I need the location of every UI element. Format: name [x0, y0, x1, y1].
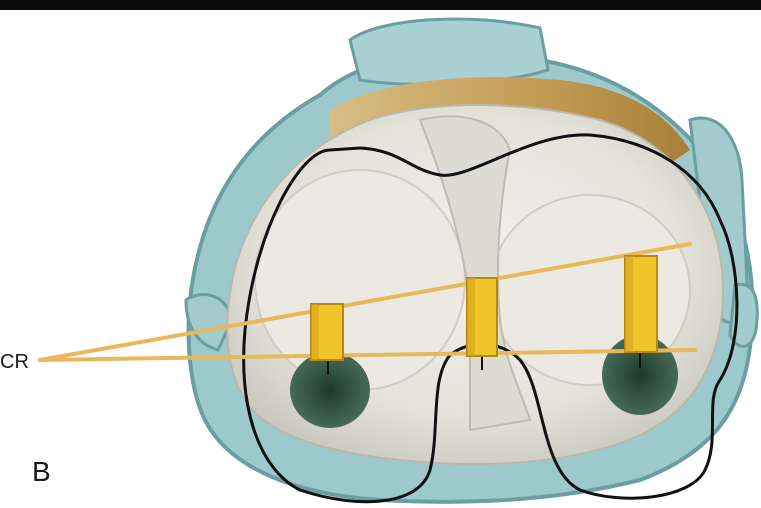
patellar-tendon-stump [350, 19, 548, 84]
panel-label: B [32, 458, 51, 486]
sensor-center [467, 278, 497, 370]
callout-label-cr: CR [0, 352, 29, 372]
sensor-right [625, 256, 657, 368]
medial-contact-shadow [290, 352, 370, 428]
